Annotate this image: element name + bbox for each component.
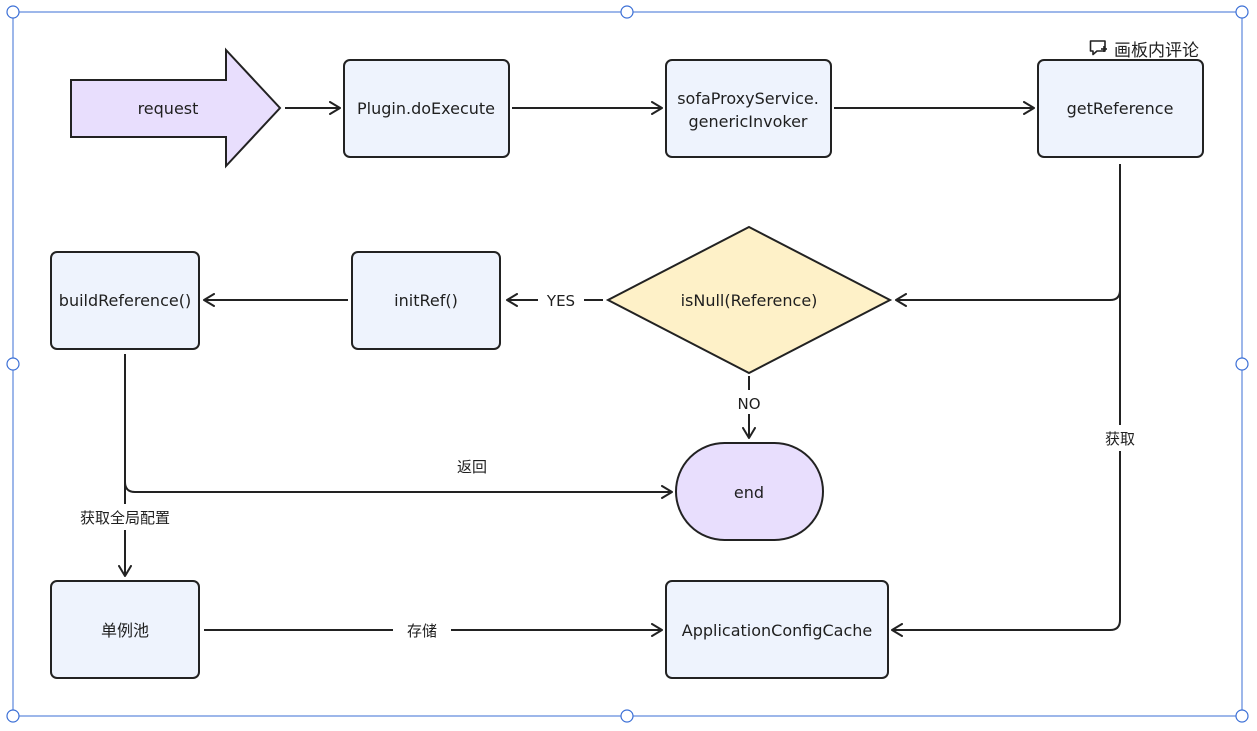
node-getref-label: getReference <box>1067 99 1174 118</box>
selection-handle-bottom-left[interactable] <box>6 709 20 723</box>
selection-handle-top-left[interactable] <box>6 5 20 19</box>
edge-label-yes-bg <box>538 290 584 312</box>
edge-label-get-bg <box>1098 425 1142 451</box>
node-sofa-proxy-service[interactable]: sofaProxyService. genericInvoker <box>665 59 832 158</box>
node-sofa-label-line2: genericInvoker <box>688 112 807 131</box>
edge-label-get-global: 获取全局配置 <box>80 509 170 527</box>
selection-handle-mid-right[interactable] <box>1235 357 1249 371</box>
node-isnull-decision[interactable]: isNull(Reference) <box>605 225 893 375</box>
node-buildref-label: buildReference() <box>59 291 191 310</box>
node-appcache-label: ApplicationConfigCache <box>682 621 873 640</box>
node-request[interactable]: request <box>70 47 282 169</box>
node-plugin-label: Plugin.doExecute <box>357 99 495 118</box>
comment-button-label: 画板内评论 <box>1114 40 1199 61</box>
node-initref[interactable]: initRef() <box>351 251 501 350</box>
node-singleton-label: 单例池 <box>101 621 149 640</box>
node-build-reference[interactable]: buildReference() <box>50 251 200 350</box>
selection-handle-mid-left[interactable] <box>6 357 20 371</box>
node-isnull-label: isNull(Reference) <box>681 291 818 310</box>
node-initref-label: initRef() <box>394 291 458 310</box>
edge-label-store-bg <box>393 618 451 644</box>
edge-label-yes: YES <box>546 292 575 310</box>
whiteboard-comment-button[interactable]: 画板内评论 <box>1088 36 1199 61</box>
edge-getref-to-isnull[interactable] <box>895 164 1121 307</box>
node-plugin-doexecute[interactable]: Plugin.doExecute <box>343 59 510 158</box>
edge-label-get-global-bg <box>66 504 184 530</box>
node-sofa-label-line1: sofaProxyService. <box>677 89 819 108</box>
edge-label-store: 存储 <box>407 622 437 640</box>
node-get-reference[interactable]: getReference <box>1037 59 1204 158</box>
node-end[interactable]: end <box>675 442 824 541</box>
selection-handle-top-mid[interactable] <box>620 5 634 19</box>
edge-buildref-to-end[interactable] <box>124 354 673 499</box>
node-request-label: request <box>138 99 199 118</box>
node-application-config-cache[interactable]: ApplicationConfigCache <box>665 580 889 679</box>
edge-label-no-bg <box>728 390 770 414</box>
node-singleton-pool[interactable]: 单例池 <box>50 580 200 679</box>
selection-handle-bottom-right[interactable] <box>1235 709 1249 723</box>
edge-label-get: 获取 <box>1105 430 1135 448</box>
edge-getref-to-appcache[interactable] <box>891 290 1121 637</box>
edge-label-no: NO <box>737 395 760 413</box>
selection-handle-bottom-mid[interactable] <box>620 709 634 723</box>
edge-label-return: 返回 <box>457 458 487 476</box>
comment-add-icon <box>1088 38 1108 58</box>
selection-handle-top-right[interactable] <box>1235 5 1249 19</box>
node-end-label: end <box>734 483 764 502</box>
